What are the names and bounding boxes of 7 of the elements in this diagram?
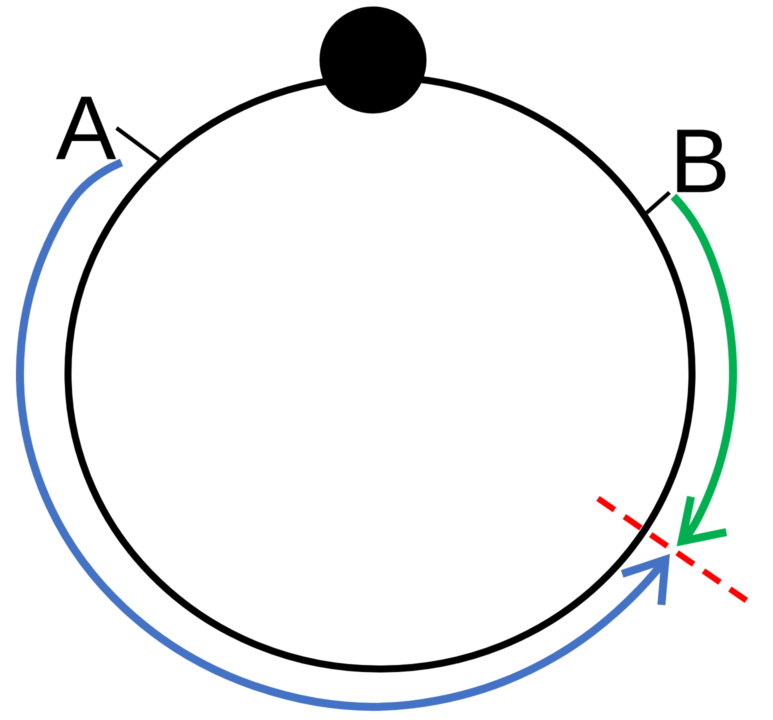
dot — [320, 6, 426, 114]
point-label: B — [677, 130, 726, 192]
tick-mark — [115, 126, 160, 162]
tick-mark — [645, 190, 671, 214]
point-label: A — [56, 96, 116, 160]
arrow — [670, 194, 738, 546]
dashed-line — [596, 496, 750, 604]
